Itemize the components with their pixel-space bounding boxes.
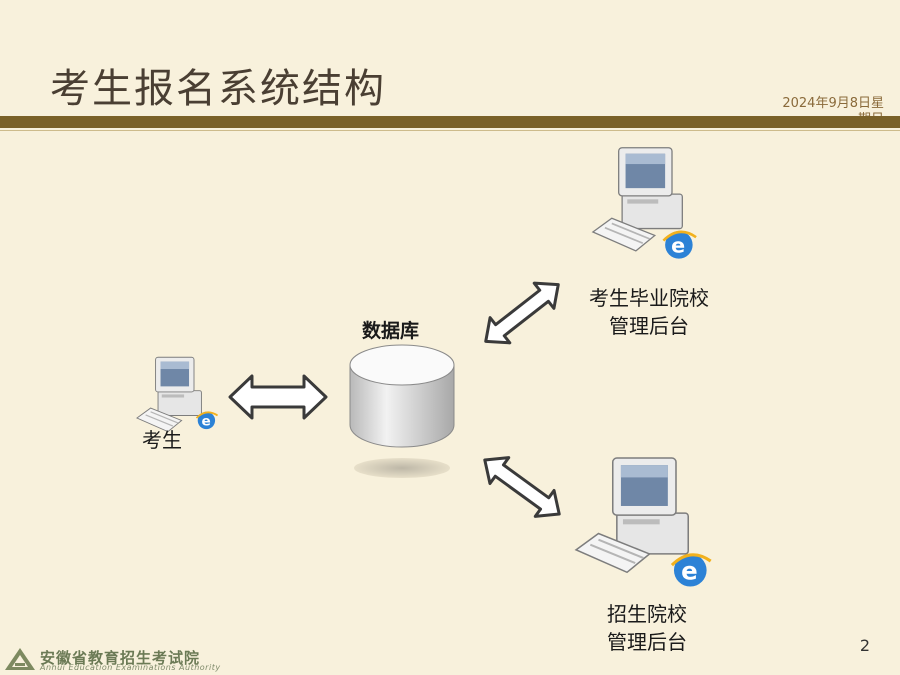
- student-label: 考生: [142, 428, 182, 452]
- graduation-admin-computer-icon: e: [591, 147, 697, 259]
- database-label: 数据库: [362, 320, 420, 342]
- page-number: 2: [859, 636, 870, 655]
- org-logo-icon: [5, 648, 35, 670]
- graduation-admin-label-line1: 考生毕业院校: [589, 286, 709, 310]
- svg-text:e: e: [201, 413, 210, 429]
- admission-admin-computer-icon: e: [574, 457, 712, 587]
- arrow-database-graduation-admin: [484, 281, 560, 345]
- org-name-cn: 安徽省教育招生考试院: [40, 649, 201, 667]
- admission-admin-label: 招生院校 管理后台: [584, 600, 710, 656]
- title-rule-thin: [0, 130, 900, 131]
- title-rule: [0, 116, 900, 128]
- graduation-admin-label-line2: 管理后台: [609, 314, 689, 338]
- svg-text:e: e: [671, 234, 685, 258]
- database-icon: [349, 344, 455, 478]
- org-name-en: Anhui Education Examinations Authority: [40, 663, 221, 672]
- admission-admin-label-line1: 招生院校: [607, 602, 687, 626]
- admission-admin-label-line2: 管理后台: [607, 630, 687, 654]
- student-computer-icon: e: [136, 356, 219, 433]
- arrow-student-database: [228, 374, 328, 420]
- graduation-admin-label: 考生毕业院校 管理后台: [576, 284, 722, 340]
- slide-title: 考生报名系统结构: [50, 66, 386, 112]
- svg-text:e: e: [681, 556, 698, 585]
- arrow-database-admission-admin: [483, 456, 561, 518]
